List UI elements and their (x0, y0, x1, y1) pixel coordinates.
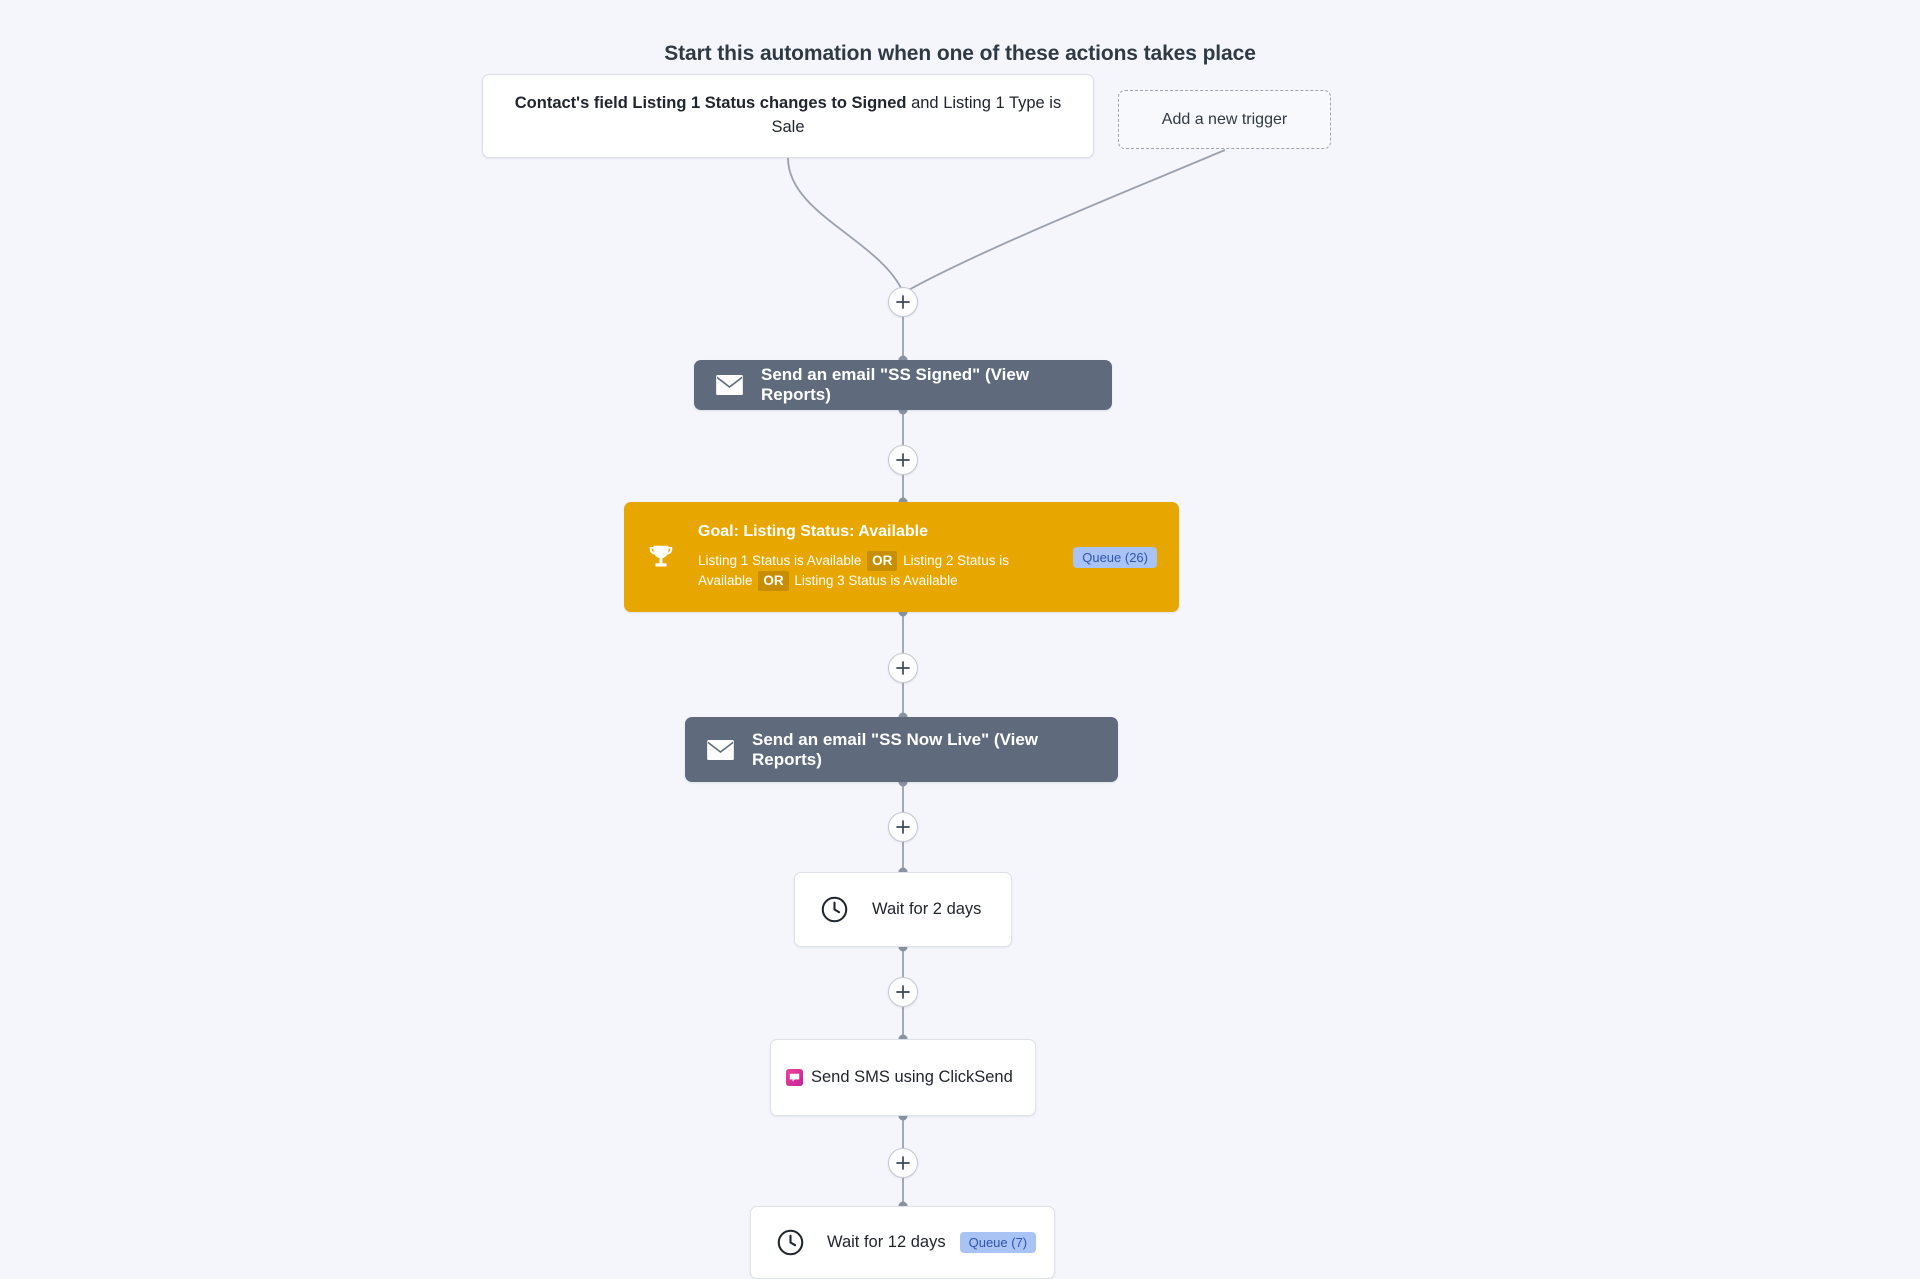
add-new-trigger-button[interactable]: Add a new trigger (1118, 90, 1331, 149)
step-label: Wait for 12 days (827, 1233, 946, 1251)
goal-conditions: Listing 1 Status is Available OR Listing… (698, 551, 1050, 591)
goal-title: Goal: Listing Status: Available (698, 523, 928, 541)
step-label: Send an email "SS Signed" (View Reports) (761, 365, 1030, 404)
trigger-regular-text: and Listing 1 Type is Sale (771, 94, 1062, 136)
envelope-icon (716, 375, 743, 395)
plus-icon (896, 820, 910, 834)
plus-icon (896, 661, 910, 675)
clock-icon (777, 1229, 804, 1256)
trigger-bold-text: Contact's field Listing 1 Status changes… (514, 94, 907, 113)
clicksend-icon (786, 1069, 803, 1086)
goal-or-chip-1: OR (867, 551, 898, 571)
trigger-card-primary[interactable]: Contact's field Listing 1 Status changes… (482, 74, 1094, 158)
trophy-icon (649, 545, 673, 567)
step-label: Wait for 2 days (872, 900, 982, 918)
plus-icon (896, 295, 910, 309)
trigger-text: Contact's field Listing 1 Status changes… (505, 92, 1071, 140)
add-step-button-2[interactable] (888, 445, 918, 475)
page-title: Start this automation when one of these … (664, 42, 1256, 65)
goal-cond-part-3: Listing 3 Status is Available (794, 573, 958, 588)
step-goal-listing-status-available[interactable]: Goal: Listing Status: Available Listing … (624, 502, 1179, 612)
step-send-email-ss-signed[interactable]: Send an email "SS Signed" (View Reports) (694, 360, 1112, 410)
plus-icon (896, 985, 910, 999)
goal-or-chip-2: OR (758, 571, 789, 591)
clock-icon (821, 896, 848, 923)
step-label: Send an email "SS Now Live" (View Report… (752, 729, 1039, 769)
envelope-icon (707, 739, 734, 760)
plus-icon (896, 453, 910, 467)
step-send-email-ss-now-live[interactable]: Send an email "SS Now Live" (View Report… (685, 717, 1118, 782)
add-step-button-4[interactable] (888, 812, 918, 842)
goal-body: Goal: Listing Status: Available Listing … (698, 523, 1073, 591)
step-label: Send SMS using ClickSend (811, 1068, 1013, 1086)
add-step-button-5[interactable] (888, 977, 918, 1007)
add-new-trigger-label: Add a new trigger (1161, 110, 1288, 128)
step-wait-12-days[interactable]: Wait for 12 days Queue (7) (750, 1206, 1055, 1279)
plus-icon (896, 1156, 910, 1170)
goal-cond-part-1: Listing 1 Status is Available (698, 553, 862, 569)
goal-cond-part-2: Listing 2 Status is Available (698, 553, 1009, 588)
step-send-sms-clicksend[interactable]: Send SMS using ClickSend (770, 1039, 1036, 1116)
add-step-button-1[interactable] (888, 287, 918, 317)
queue-badge[interactable]: Queue (26) (1073, 546, 1157, 568)
add-step-button-6[interactable] (888, 1148, 918, 1178)
add-step-button-3[interactable] (888, 653, 918, 683)
step-wait-2-days[interactable]: Wait for 2 days (794, 872, 1012, 947)
goal-badge-wrap: Queue (26) (1073, 546, 1179, 568)
queue-badge[interactable]: Queue (7) (959, 1232, 1037, 1253)
